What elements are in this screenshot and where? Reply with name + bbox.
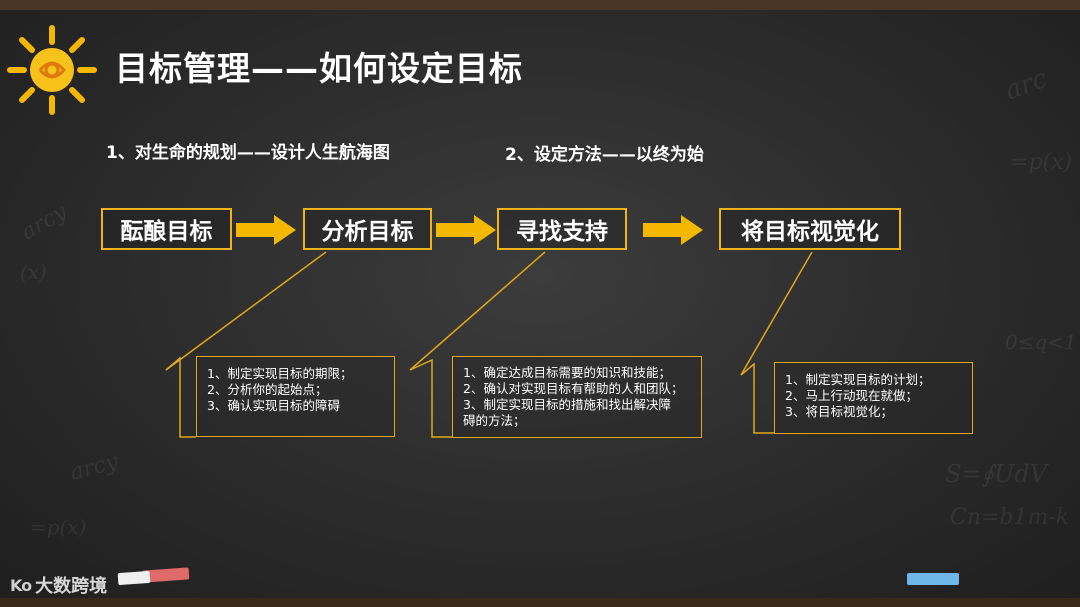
- detail-line: 3、确认实现目标的障碍: [207, 398, 340, 413]
- detail-box-analyze: 1、制定实现目标的期限； 2、分析你的起始点； 3、确认实现目标的障碍: [196, 356, 395, 437]
- detail-line: 1、确定达成目标需要的知识和技能；: [463, 365, 671, 380]
- blackboard: arc =p(x) arcy (x) arcy =p(x) 0≤q<1 S=∮U…: [0, 10, 1080, 598]
- detail-line: 3、制定实现目标的措施和找出解决障: [463, 397, 671, 412]
- detail-line: 2、确认对实现目标有帮助的人和团队；: [463, 381, 684, 396]
- detail-line: 1、制定实现目标的计划；: [785, 372, 931, 387]
- sun-icon: [7, 25, 97, 115]
- detail-box-support: 1、确定达成目标需要的知识和技能； 2、确认对实现目标有帮助的人和团队； 3、制…: [452, 356, 702, 438]
- detail-box-visualize: 1、制定实现目标的计划； 2、马上行动现在就做； 3、将目标视觉化；: [774, 362, 973, 434]
- step-find-support: 寻找支持: [497, 208, 627, 250]
- detail-line: 2、马上行动现在就做；: [785, 388, 918, 403]
- page-title: 目标管理——如何设定目标: [115, 49, 523, 88]
- white-chalk: [117, 570, 151, 586]
- detail-line: 3、将目标视觉化；: [785, 404, 893, 419]
- blue-chalk: [907, 573, 959, 585]
- step-visualize-goal: 将目标视觉化: [719, 208, 901, 250]
- detail-line: 2、分析你的起始点；: [207, 382, 328, 397]
- watermark-text: 大数跨境: [35, 576, 108, 597]
- subhead-life-planning: 1、对生命的规划——设计人生航海图: [106, 143, 390, 163]
- step-analyze-goal: 分析目标: [303, 208, 432, 250]
- arrow-right-icon: [436, 215, 496, 245]
- subhead-method: 2、设定方法——以终为始: [505, 145, 704, 165]
- watermark-logo: Ko 大数跨境: [10, 572, 107, 598]
- arrow-right-icon: [236, 215, 296, 245]
- detail-line: 1、制定实现目标的期限；: [207, 366, 353, 381]
- step-brew-goal: 酝酿目标: [101, 208, 232, 250]
- logo-mark: Ko: [10, 575, 32, 595]
- detail-line: 碍的方法；: [463, 413, 526, 428]
- arrow-right-icon: [643, 215, 703, 245]
